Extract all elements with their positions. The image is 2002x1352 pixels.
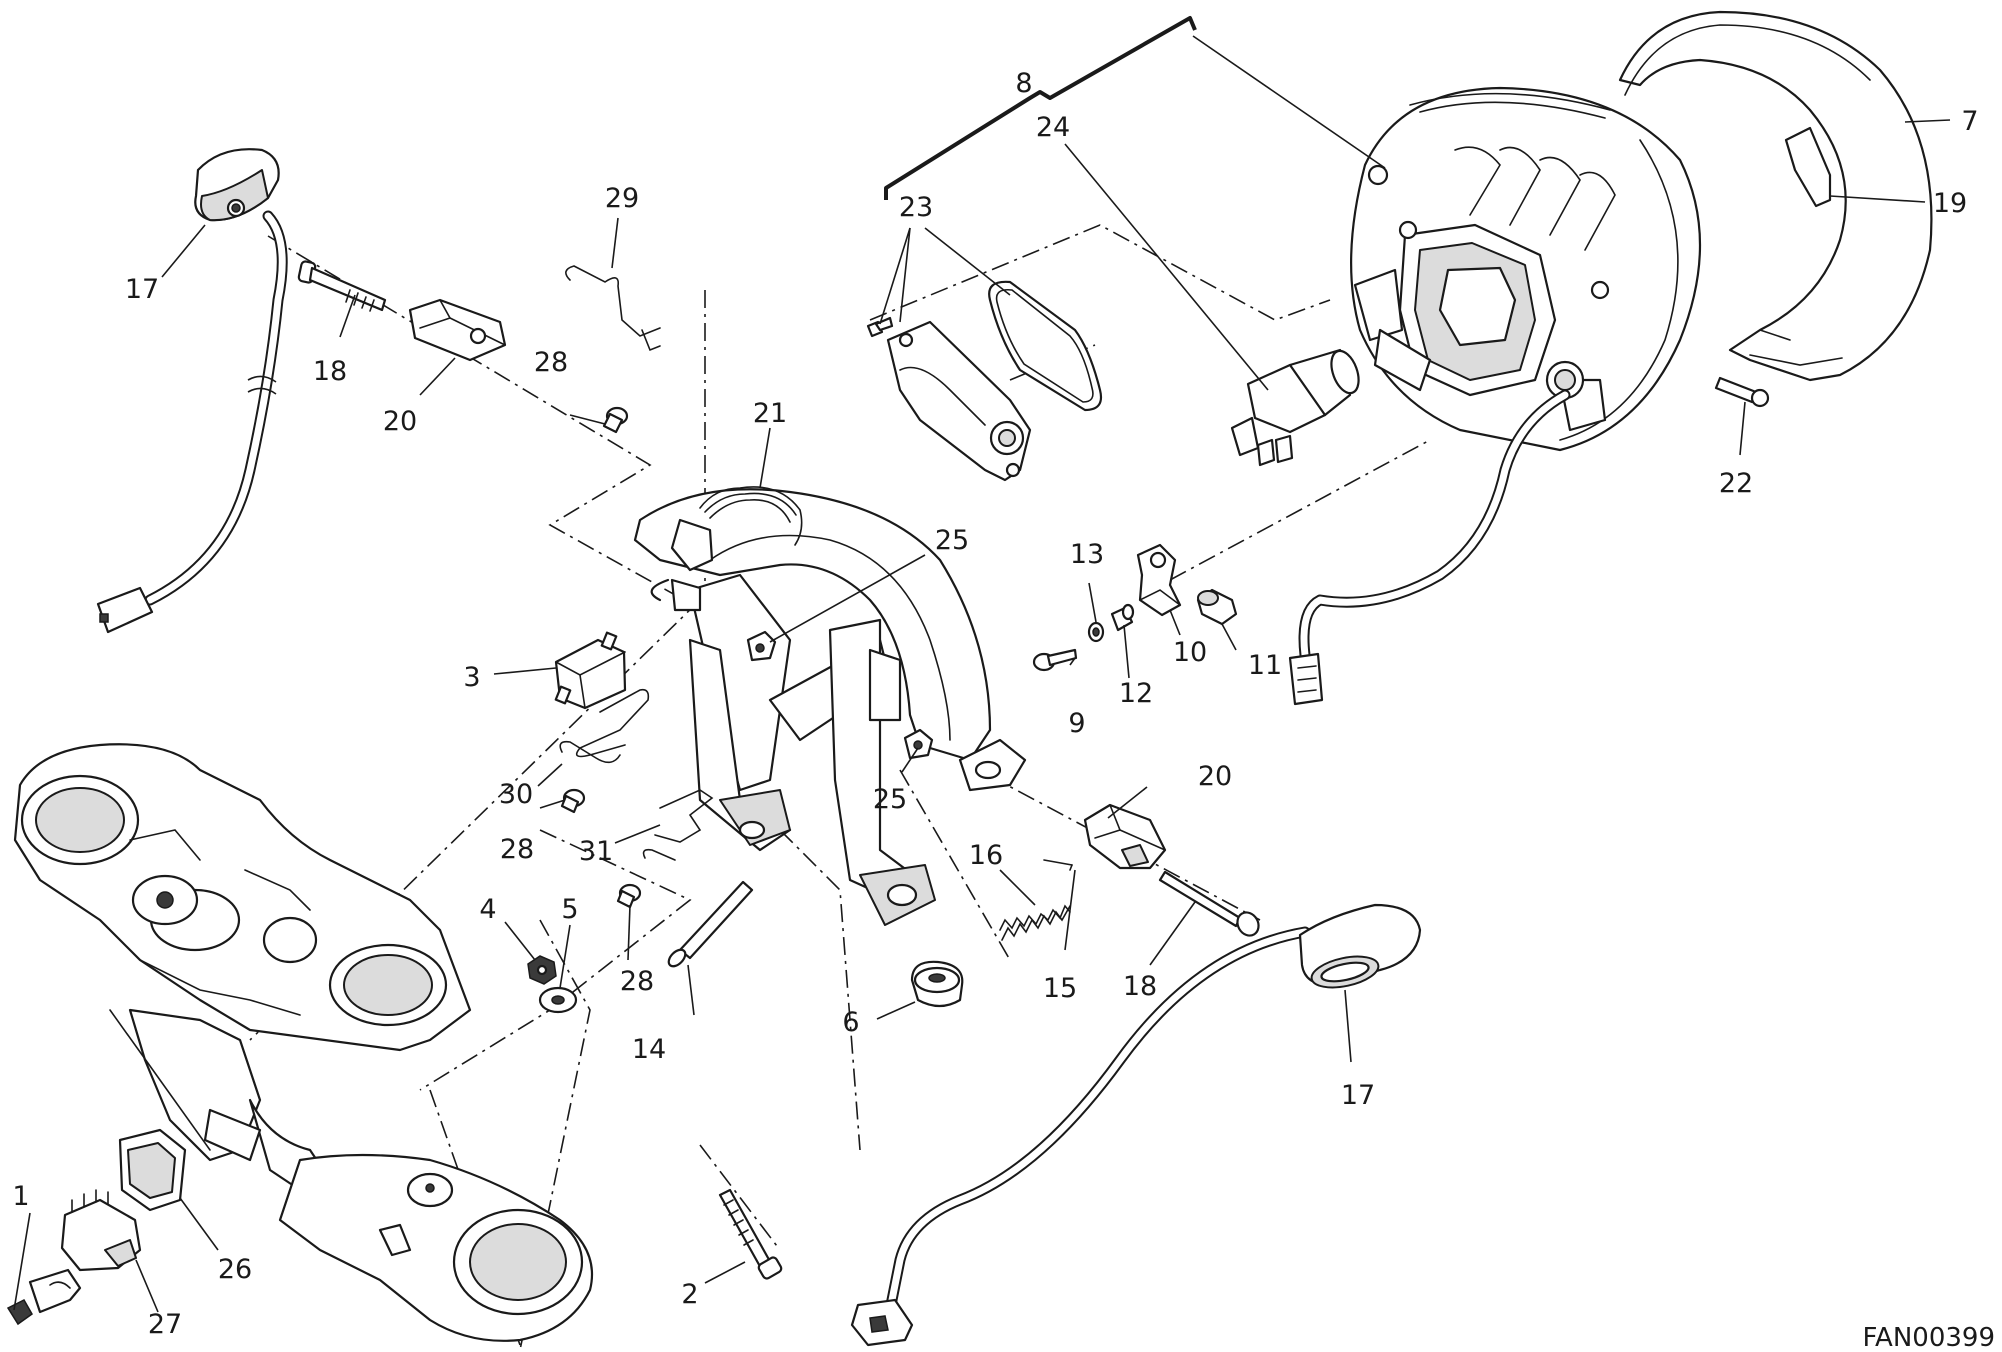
callout-31: 31 (579, 836, 613, 867)
callout-16: 16 (969, 840, 1003, 871)
spacer-12 (1110, 603, 1135, 632)
retaining-clip-19 (1784, 126, 1832, 208)
ignition-cover-26 (118, 1128, 187, 1212)
screw-9 (1032, 648, 1078, 672)
callout-25-upper: 25 (935, 525, 969, 556)
headlight-cable (1288, 389, 1571, 706)
left-bolt (297, 260, 387, 312)
callout-3: 3 (463, 662, 480, 693)
callout-18-right: 18 (1123, 971, 1157, 1002)
right-bolt-18 (1158, 870, 1260, 937)
callout-14: 14 (632, 1034, 666, 1065)
washer-5 (538, 986, 578, 1014)
screw-23 (866, 316, 894, 338)
callout-25-lower: 25 (873, 784, 907, 815)
callout-6: 6 (842, 1007, 859, 1038)
headlight-bulb (1230, 348, 1360, 467)
callout-24: 24 (1036, 112, 1070, 143)
callout-30: 30 (499, 779, 533, 810)
group-brace-8 (884, 16, 1197, 200)
callout-4: 4 (479, 894, 496, 925)
callout-13: 13 (1070, 539, 1104, 570)
headlight-assembly (1350, 86, 1702, 452)
callout-18-left: 18 (313, 356, 347, 387)
callout-27: 27 (148, 1309, 182, 1340)
callout-28-top: 28 (534, 347, 568, 378)
screw-28-top (602, 406, 629, 434)
headlight-trim-ring (1618, 10, 1933, 382)
callout-labels: 1 2 3 4 5 6 7 8 9 10 11 12 13 14 15 16 1… (12, 68, 1978, 1340)
callout-11: 11 (1248, 650, 1282, 681)
triple-clamp (13, 743, 594, 1342)
drawing-code: FAN00399 (1862, 1323, 1995, 1352)
callout-28-middle: 28 (500, 834, 534, 865)
callout-5: 5 (561, 894, 578, 925)
spring-clip-30 (559, 688, 650, 764)
callout-9: 9 (1068, 708, 1085, 739)
rubber-bush-6 (910, 960, 964, 1008)
right-rubber-mount (1083, 803, 1167, 870)
callout-26: 26 (218, 1254, 252, 1285)
callout-1: 1 (12, 1181, 29, 1212)
callout-20-left: 20 (383, 406, 417, 437)
callout-23: 23 (899, 192, 933, 223)
seal-gasket (988, 280, 1103, 412)
ignition-switch-27 (60, 1189, 142, 1272)
nut-4 (527, 955, 557, 985)
leader-lines (13, 35, 1951, 1313)
back-cover-23 (886, 320, 1032, 482)
screw-28-lower (616, 883, 642, 909)
callout-29: 29 (605, 183, 639, 214)
right-turn-indicator (1298, 903, 1422, 989)
grommet-25a (746, 630, 777, 662)
wire-bundle (699, 486, 803, 546)
callout-21: 21 (753, 398, 787, 429)
pin-14 (667, 880, 754, 968)
left-turn-indicator (194, 148, 280, 222)
callout-22: 22 (1719, 468, 1753, 499)
rubber-damper-3 (554, 631, 627, 710)
callout-7: 7 (1961, 106, 1978, 137)
bush-11 (1196, 588, 1238, 626)
grommet-25b (903, 728, 934, 760)
callout-28-lower: 28 (620, 966, 654, 997)
spring-clip-29 (565, 265, 661, 352)
headlight-bracket (633, 488, 1027, 926)
clamp-10 (1136, 543, 1182, 617)
callout-10: 10 (1173, 637, 1207, 668)
screw-28-middle (560, 788, 586, 814)
washer-13 (1087, 621, 1105, 643)
callout-17-right: 17 (1341, 1080, 1375, 1111)
spring-16 (999, 904, 1071, 941)
left-rubber-mount (408, 298, 507, 362)
bolt-2 (718, 1188, 783, 1280)
callout-19: 19 (1933, 188, 1967, 219)
screw-22 (1714, 376, 1770, 408)
callout-20-right: 20 (1198, 761, 1232, 792)
right-indicator-cable (850, 926, 1311, 1347)
callout-2: 2 (681, 1279, 698, 1310)
callout-15: 15 (1043, 973, 1077, 1004)
left-indicator-cable (96, 210, 288, 634)
pin-15 (1043, 859, 1073, 871)
spring-clip-31 (642, 789, 714, 861)
callout-17-left: 17 (125, 274, 159, 305)
callout-12: 12 (1119, 678, 1153, 709)
callout-8: 8 (1015, 68, 1032, 99)
